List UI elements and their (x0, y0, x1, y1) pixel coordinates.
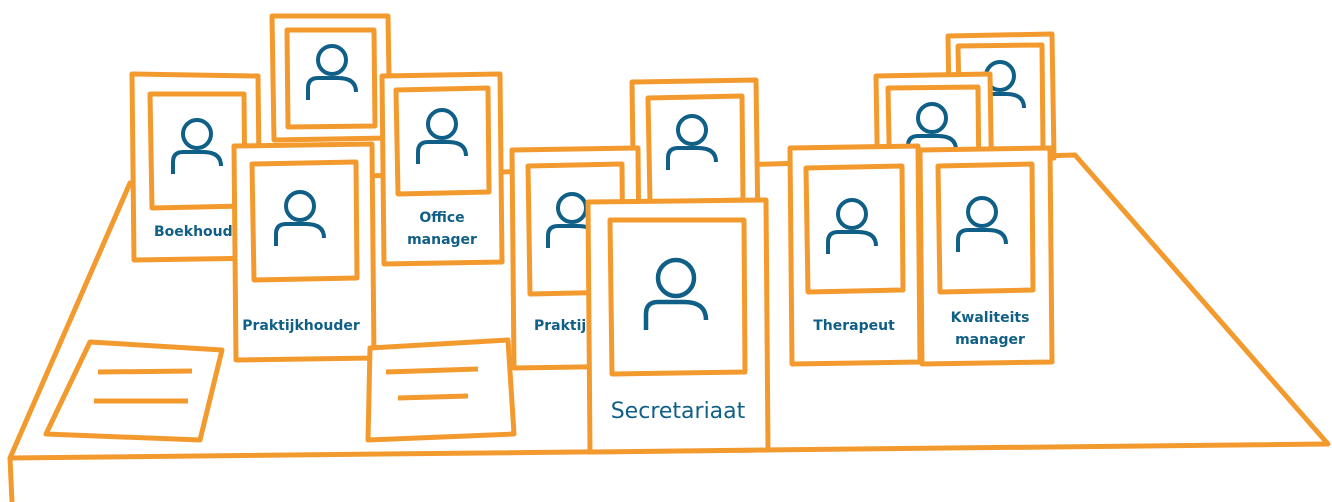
card-back-top (269, 13, 393, 143)
card-praktijkhouder-label: Praktijkhouder (242, 318, 360, 334)
card-kwaliteitsmanager-label-line1: Kwaliteits (951, 310, 1030, 326)
card-kwaliteitsmanager: Kwaliteits manager (917, 145, 1055, 367)
card-boekhouding: Boekhoud (129, 71, 263, 263)
card-praktijkhouder: Praktijkhouder (231, 141, 377, 363)
card-boekhouding-label: Boekhoud (154, 224, 233, 240)
card-secretariaat-label: Secretariaat (611, 399, 746, 424)
card-therapeut: Therapeut (787, 143, 923, 367)
card-secretariaat: Secretariaat (585, 197, 771, 455)
table-left-leg (7, 457, 15, 502)
card-kwaliteitsmanager-label-line2: manager (955, 332, 1025, 348)
paper-document-left (43, 339, 225, 443)
paper-document-center (365, 337, 517, 443)
card-therapeut-label: Therapeut (813, 318, 895, 334)
card-office-manager: Office manager (379, 71, 505, 267)
card-office-manager-label-line2: manager (407, 232, 477, 248)
card-office-manager-label-line1: Office (419, 210, 464, 226)
card-praktijk-partial-label: Praktij (534, 318, 586, 334)
